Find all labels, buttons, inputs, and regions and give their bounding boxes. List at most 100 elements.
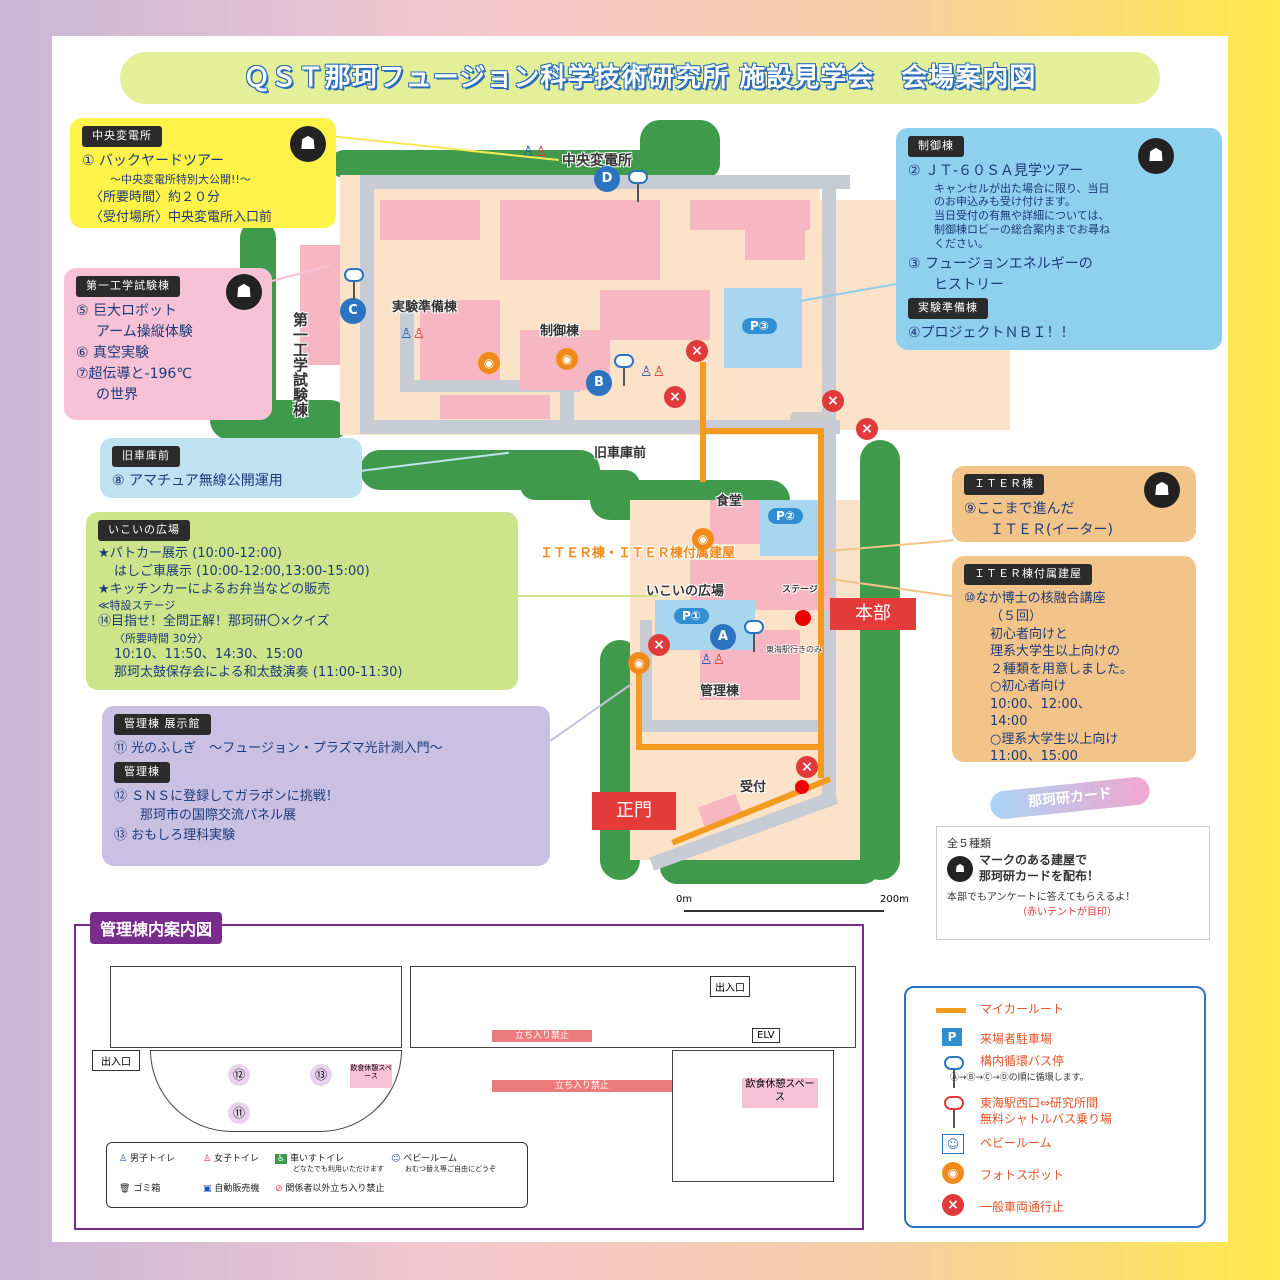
box-line: 10:00、12:00、 bbox=[990, 696, 1091, 712]
box-line: ⑨ここまで進んだ bbox=[964, 500, 1075, 517]
label-iter: ＩＴＥＲ棟・ＩＴＥＲ棟付属建屋 bbox=[540, 546, 736, 561]
photo-spot-icon: ◉ bbox=[478, 352, 500, 374]
card-line1: 全５種類 bbox=[947, 837, 991, 850]
bus-stop-sign-icon bbox=[628, 170, 648, 204]
card-mark-icon: ☗ bbox=[226, 274, 262, 310]
box-tag: 管理棟 bbox=[114, 762, 170, 783]
box-kogaku: 第一工学試験棟 ⑤ 巨大ロボット アーム操縦体験 ⑥ 真空実験 ⑦超伝導と-19… bbox=[64, 268, 272, 420]
box-chuou-hendensho: 中央変電所 ① バックヤードツアー ～中央変電所特別大公開!!～ 〈所要時間〉約… bbox=[70, 118, 336, 228]
box-line: ～中央変電所特別大公開!!～ bbox=[110, 172, 251, 186]
car-route bbox=[818, 428, 824, 778]
photo-spot-icon: ◉ bbox=[692, 528, 714, 550]
box-tag: 中央変電所 bbox=[82, 126, 162, 147]
rest-space: 飲食休憩スペース bbox=[742, 1078, 818, 1108]
wheelchair-icon: ♿ bbox=[275, 1154, 288, 1164]
vending-icon: ▣ bbox=[203, 1184, 212, 1194]
car-route bbox=[636, 744, 822, 750]
box-tag: 制御棟 bbox=[908, 136, 964, 157]
card-line3: 那珂研カードを配布！ bbox=[979, 868, 1100, 883]
box-line: ⑥ 真空実験 bbox=[76, 344, 150, 361]
box-line: ★パトカー展示 (10:00-12:00) bbox=[98, 545, 282, 561]
label-stage: ステージ bbox=[782, 585, 818, 595]
legend-wheel: 車いすトイレ bbox=[289, 1154, 344, 1164]
scale-end: 200m bbox=[880, 894, 909, 905]
legend-shuttle1: 東海駅西口⇔研究所間 bbox=[980, 1096, 1099, 1110]
box-line: 那珂太鼓保存会による和太鼓演奏 (11:00-11:30) bbox=[114, 665, 403, 681]
photo-spot-icon: ◉ bbox=[628, 652, 650, 674]
legend-parking: 来場者駐車場 bbox=[980, 1032, 1053, 1046]
card-line4: 本部でもアンケートに答えてもらえるよ！ bbox=[947, 892, 1136, 904]
card-line2: マークのある建屋で bbox=[979, 853, 1088, 867]
road bbox=[360, 175, 374, 425]
legend-wheel-sub: どなたでも利用いただけます bbox=[293, 1165, 384, 1173]
bus-stop-sign-icon bbox=[344, 268, 364, 302]
kogaku-building bbox=[300, 245, 340, 365]
no-entry-icon: × bbox=[822, 390, 844, 412]
box-ikoi: いこいの広場 ★パトカー展示 (10:00-12:00) はしご車展示 (10:… bbox=[86, 512, 518, 690]
box-line: ⑫ ＳＮＳに登録してガラポンに挑戦！ bbox=[114, 788, 339, 804]
box-kanri: 管理棟 展示館 ⑪ 光のふしぎ ～フュージョン・プラズマ光計測入門～ 管理棟 ⑫… bbox=[102, 706, 550, 866]
box-line: ○初心者向け bbox=[990, 679, 1067, 695]
label-kogaku: 第一工学試験棟 bbox=[291, 312, 309, 417]
box-line: ⑪ 光のふしぎ ～フュージョン・プラズマ光計測入門～ bbox=[114, 740, 443, 756]
box-line: ください。 bbox=[934, 236, 989, 250]
label-jikken: 実験準備棟 bbox=[392, 300, 458, 315]
label-shuttle-note: 東海駅行きのみ bbox=[766, 645, 822, 654]
box-line: ヒストリー bbox=[934, 277, 1004, 294]
legend-noentry: 一般車両通行止 bbox=[980, 1200, 1065, 1214]
box-line: ⑩なか博士の核融合講座 bbox=[964, 590, 1106, 606]
room-12: ⑫ bbox=[228, 1064, 250, 1086]
floor-plan-east-wing bbox=[410, 966, 856, 1048]
box-line: 〈所要時間〉約２０分 bbox=[90, 190, 221, 205]
room-11: ⑪ bbox=[228, 1102, 250, 1124]
no-entry-zone: 立ち入り禁止 bbox=[492, 1030, 592, 1042]
building bbox=[745, 220, 805, 260]
tree-belt bbox=[860, 440, 900, 880]
label-kanri: 管理棟 bbox=[700, 684, 740, 699]
traffic-light bbox=[790, 412, 830, 422]
scale-bar bbox=[684, 910, 884, 912]
parking-p1 bbox=[655, 600, 755, 650]
card-mark-icon: ☗ bbox=[1138, 138, 1174, 174]
pointer-line bbox=[518, 595, 658, 597]
car-route bbox=[636, 660, 642, 750]
label-kyusha: 旧車庫前 bbox=[594, 446, 647, 461]
parking-icon: P bbox=[942, 1028, 962, 1046]
legend-baby: ベビールーム bbox=[980, 1136, 1052, 1150]
legend-photo: フォトスポット bbox=[980, 1168, 1065, 1182]
bus-stop-icon bbox=[944, 1056, 964, 1090]
box-line: 〈所要時間 30分〉 bbox=[114, 631, 209, 645]
card-mark-icon: ☗ bbox=[1144, 472, 1180, 508]
road bbox=[560, 385, 574, 430]
box-line: アーム操縦体験 bbox=[96, 323, 193, 340]
card-mark-icon: ☗ bbox=[947, 855, 973, 882]
box-tag: 管理棟 展示館 bbox=[114, 714, 211, 735]
label-shokudo: 食堂 bbox=[716, 494, 743, 509]
bus-stop-c[interactable]: C bbox=[340, 298, 366, 324]
label-uketsuke: 受付 bbox=[740, 780, 767, 795]
bus-stop-b[interactable]: B bbox=[586, 370, 612, 396]
floor-plan-frame bbox=[74, 924, 864, 1230]
road bbox=[822, 175, 836, 805]
box-line: ② ＪＴ-６０ＳＡ見学ツアー bbox=[908, 162, 1084, 179]
no-entry-icon: × bbox=[942, 1194, 964, 1216]
bus-stop-a[interactable]: A bbox=[710, 624, 736, 650]
label-seigyo: 制御棟 bbox=[540, 324, 580, 339]
page-title: ＱＳＴ那珂フュージョン科学技術研究所 施設見学会 会場案内図 bbox=[120, 52, 1160, 104]
parking-p3-label: P③ bbox=[742, 318, 777, 334]
card-line5: （赤いテントが目印） bbox=[1017, 907, 1117, 919]
bus-stop-d[interactable]: D bbox=[594, 166, 620, 192]
box-line: 初心者向けと bbox=[990, 626, 1069, 642]
bus-stop-sign-icon bbox=[744, 620, 764, 654]
box-line: はしご車展示 (10:00-12:00,13:00-15:00) bbox=[114, 563, 370, 579]
box-tag: 旧車庫前 bbox=[112, 446, 180, 467]
no-entry-icon: × bbox=[686, 340, 708, 362]
box-line: 当日受付の有無や詳細については、 bbox=[934, 209, 1110, 222]
building bbox=[380, 200, 480, 240]
box-line: （５回） bbox=[990, 609, 1043, 624]
box-tag: いこいの広場 bbox=[98, 520, 190, 541]
box-line: ＩＴＥＲ(イーター) bbox=[990, 521, 1113, 538]
legend-bus-order: Ⓐ→Ⓑ→Ⓒ→Ⓓの順に循環します。 bbox=[950, 1073, 1089, 1083]
tree-belt bbox=[640, 120, 720, 180]
parking-p2-label: P② bbox=[768, 508, 803, 524]
